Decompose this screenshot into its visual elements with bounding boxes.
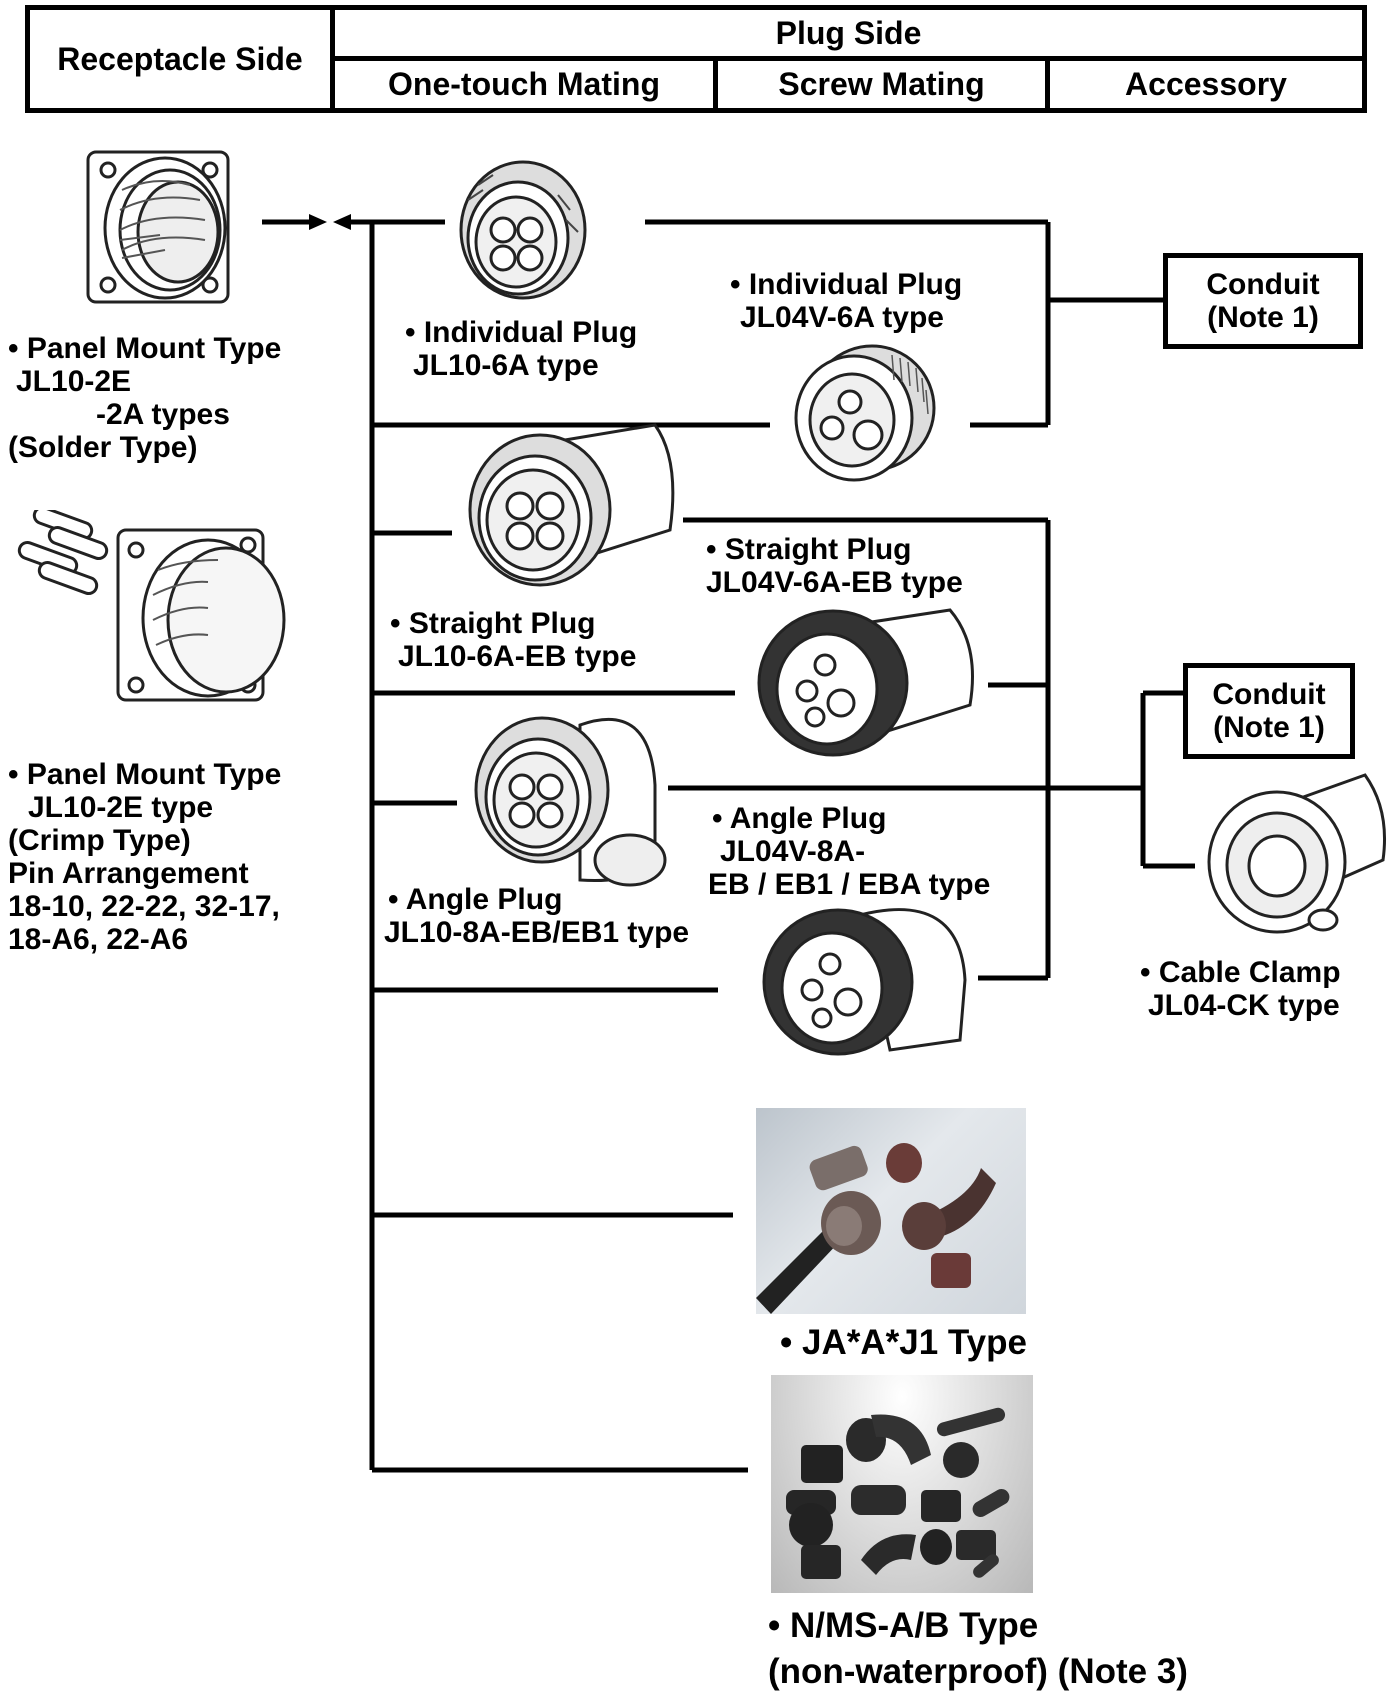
conduit-label: Conduit	[1212, 678, 1326, 711]
header-divider-2	[713, 56, 718, 113]
label-panel-mount-crimp: • Panel Mount Type JL10-2E type (Crimp T…	[8, 758, 281, 956]
label-line: (Solder Type)	[8, 431, 198, 464]
header-divider-horizontal	[330, 56, 1367, 61]
header-one-touch-mating: One-touch Mating	[388, 66, 660, 102]
label-line: JL04V-6A type	[740, 301, 944, 334]
label-jl10-6a: • Individual Plug JL10-6A type	[405, 316, 637, 382]
label-line: • Individual Plug	[405, 316, 638, 349]
label-jl04v-8a-eb: • Angle Plug JL04V-8A- EB / EB1 / EBA ty…	[708, 802, 990, 901]
label-line: -2A types	[96, 398, 230, 431]
label-line: JL04-CK type	[1148, 989, 1340, 1022]
jl10-6a-plug-illustration	[459, 160, 587, 300]
panel-mount-solder-illustration	[86, 150, 230, 304]
cable-clamp-illustration	[1207, 773, 1387, 934]
jl04v-6a-eb-plug-illustration	[757, 608, 974, 757]
label-line: 18-A6, 22-A6	[8, 923, 189, 956]
label-line: JL04V-6A-EB type	[706, 566, 963, 599]
jl04v-8a-eb-plug-illustration	[762, 908, 967, 1056]
conduit-note: (Note 1)	[1213, 711, 1325, 744]
header-divider-3	[1045, 56, 1050, 113]
label-ja-type: • JA*A*J1 Type	[780, 1320, 1027, 1366]
conduit-label: Conduit	[1206, 268, 1320, 301]
label-jl10-8a-eb: • Angle Plug JL10-8A-EB/EB1 type	[384, 883, 689, 949]
jl10-6a-eb-plug-illustration	[468, 423, 675, 587]
label-line: (non-waterproof) (Note 3)	[768, 1652, 1188, 1691]
conduit-box-lower: Conduit (Note 1)	[1183, 663, 1355, 759]
label-line: JL10-6A-EB type	[398, 640, 637, 673]
label-line: • Angle Plug	[388, 883, 563, 916]
conduit-box-upper: Conduit (Note 1)	[1163, 253, 1363, 349]
label-line: JL10-2E	[16, 365, 132, 398]
label-line: EB / EB1 / EBA type	[708, 868, 991, 901]
arrow-left	[333, 214, 351, 230]
ja-type-photo	[756, 1108, 1026, 1314]
label-panel-mount-solder: • Panel Mount Type JL10-2E -2A types (So…	[8, 332, 281, 464]
label-line: • Panel Mount Type	[8, 758, 282, 791]
label-jl04v-6a: • Individual Plug JL04V-6A type	[730, 268, 962, 334]
label-line: JL10-8A-EB/EB1 type	[384, 916, 690, 949]
label-line: • Straight Plug	[390, 607, 596, 640]
panel-mount-crimp-illustration	[17, 510, 286, 702]
label-line: • Cable Clamp	[1140, 956, 1341, 989]
label-line: • JA*A*J1 Type	[780, 1323, 1027, 1362]
arrow-right	[309, 214, 327, 230]
label-line: • N/MS-A/B Type	[768, 1606, 1039, 1645]
header-accessory: Accessory	[1125, 66, 1287, 102]
label-line: JL04V-8A-	[720, 835, 866, 868]
jl04v-6a-plug-illustration	[794, 344, 936, 482]
label-line: (Crimp Type)	[8, 824, 191, 857]
label-line: • Individual Plug	[730, 268, 963, 301]
label-cable-clamp: • Cable Clamp JL04-CK type	[1140, 956, 1341, 1022]
label-line: Pin Arrangement	[8, 857, 249, 890]
label-jl04v-6a-eb: • Straight Plug JL04V-6A-EB type	[706, 533, 963, 599]
label-line: 18-10, 22-22, 32-17,	[8, 890, 280, 923]
jl10-8a-eb-plug-illustration	[474, 716, 667, 887]
label-line: JL10-2E type	[28, 791, 214, 824]
label-jl10-6a-eb: • Straight Plug JL10-6A-EB type	[390, 607, 636, 673]
header-screw-mating: Screw Mating	[778, 66, 985, 102]
conduit-note: (Note 1)	[1207, 301, 1319, 334]
label-line: • Angle Plug	[712, 802, 887, 835]
label-line: JL10-6A type	[413, 349, 599, 382]
label-nms-type: • N/MS-A/B Type (non-waterproof) (Note 3…	[768, 1603, 1188, 1695]
header-receptacle-side: Receptacle Side	[57, 40, 303, 77]
nms-type-photo	[771, 1375, 1033, 1593]
header-plug-side: Plug Side	[775, 14, 922, 51]
label-line: • Panel Mount Type	[8, 332, 282, 365]
label-line: • Straight Plug	[706, 533, 912, 566]
